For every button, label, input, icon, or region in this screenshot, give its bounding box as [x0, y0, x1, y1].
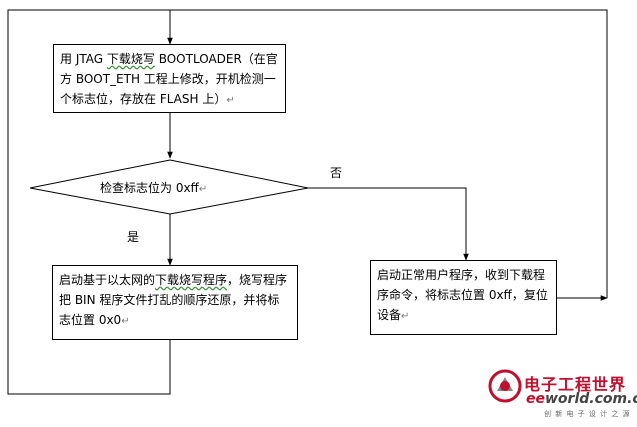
loop-right-return [170, 9, 608, 298]
step2-text-mid: ，烧写程序把 BIN 程序文件打乱的顺序还原，并将标志位置 0x0 [59, 273, 288, 327]
arrow-decision-no [308, 187, 469, 261]
watermark-cn-text: 电子工程世界 [524, 375, 627, 394]
step2-text-squiggle: 下载烧写程序 [155, 273, 228, 287]
step3-text: 启动正常用户程序，收到下载程序命令，将标志位置 0xff，复位设备 [377, 268, 548, 322]
yes-label: 是 [127, 230, 140, 244]
step1-text-post: BOOTLOADER（在官方 BOOT_ETH 工程上修改，开机检测一个标志位，… [60, 52, 278, 106]
step1-text-pre: 用 JTAG [60, 52, 107, 66]
paragraph-mark: ↵ [226, 95, 235, 106]
paragraph-mark: ↵ [198, 184, 208, 195]
watermark-logo: 电子工程世界 eeworld.com.cn 创 新 电 子 设 计 之 源 [488, 369, 637, 425]
step1-flash-bootloader-box: 用 JTAG 下载烧写 BOOTLOADER（在官方 BOOT_ETH 工程上修… [53, 44, 286, 113]
watermark-en-rest: world.com.cn [545, 391, 637, 407]
decision-diamond [29, 159, 309, 215]
watermark-tagline: 创 新 电 子 设 计 之 源 [544, 410, 631, 418]
step2-text-pre: 启动基于以太网的 [59, 273, 156, 287]
step3-user-program-box: 启动正常用户程序，收到下载程序命令，将标志位置 0xff，复位设备↵ [370, 260, 557, 335]
decision-label: 检查标志位为 0xff [100, 181, 199, 195]
step2-ethernet-downloader-box: 启动基于以太网的下载烧写程序，烧写程序把 BIN 程序文件打乱的顺序还原，并将标… [52, 265, 298, 340]
loop-left-return [7, 9, 171, 395]
step1-text-squiggle: 下载烧写 [106, 52, 155, 66]
eeworld-logo-icon [488, 369, 522, 403]
paragraph-mark: ↵ [121, 316, 130, 327]
no-label: 否 [330, 166, 343, 180]
watermark-en-ee: ee [526, 391, 545, 407]
decision-text: 检查标志位为 0xff↵ [100, 181, 207, 197]
watermark-en-text: eeworld.com.cn [526, 391, 637, 407]
paragraph-mark: ↵ [401, 311, 410, 322]
